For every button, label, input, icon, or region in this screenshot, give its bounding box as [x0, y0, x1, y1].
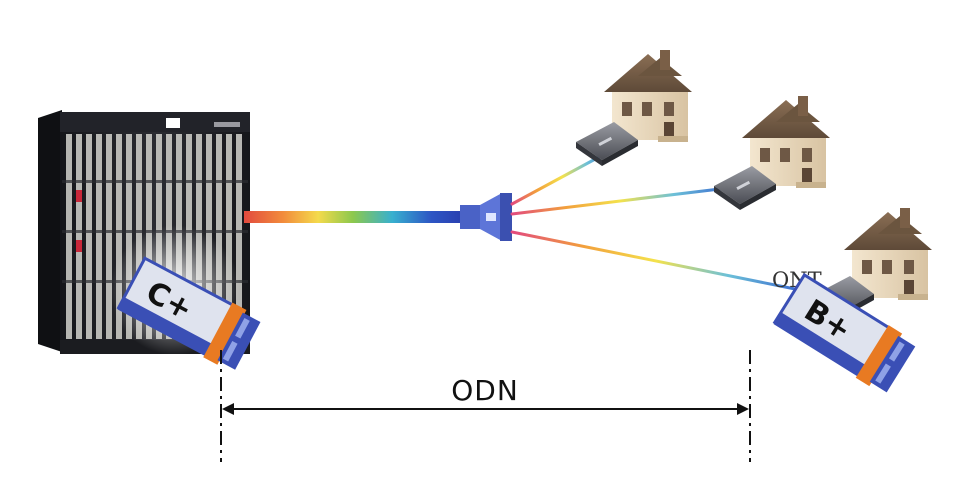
splitter-icon: [460, 193, 512, 241]
ont-router-icon: [576, 122, 638, 166]
house-icon: [742, 96, 830, 188]
optical-module-icon: C+: [116, 256, 261, 370]
odn-dimension: ODN: [220, 350, 751, 462]
ont-router-icon: [714, 166, 776, 210]
optical-module-icon: B+: [772, 272, 916, 393]
odn-label: ODN: [451, 374, 519, 407]
trunk-fiber: [244, 211, 462, 223]
